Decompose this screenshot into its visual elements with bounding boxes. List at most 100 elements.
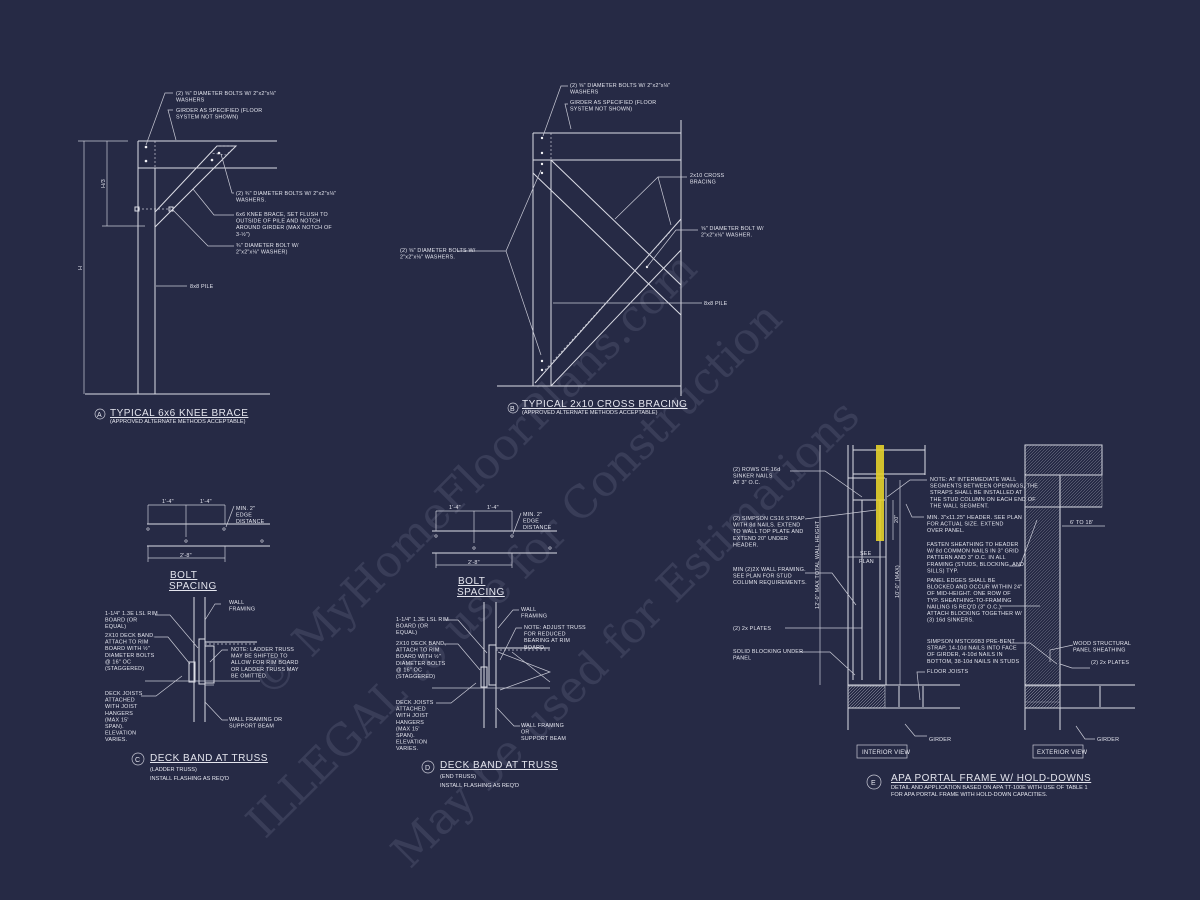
callout-d4-line: BOARD (OR (396, 624, 428, 630)
callout-c4-line: @ 16" OC (105, 659, 131, 665)
callout-c4-line: (STAGGERED) (105, 666, 144, 672)
callout-d3-line: FOR REDUCED (524, 632, 566, 638)
callout-d5-line: BOARD WITH ½" (396, 653, 441, 660)
callout-c1-line: EDGE (236, 513, 252, 519)
callout-a1-line: (2) ⅝" DIAMETER BOLTS W/ 2"x2"x⅛" (176, 91, 276, 97)
detail-d-deck-band-end-truss: 1'-4" 1'-4" 2'-8" BOLT SPACING D DECK BA… (421, 505, 558, 789)
callout-c4-line: BOARD WITH ½" (105, 645, 150, 652)
callout-b1-line: (2) ⅝" DIAMETER BOLTS W/ 2"x2"x⅛" (570, 83, 670, 89)
callout-b2-line: GIRDER AS SPECIFIED (FLOOR (570, 100, 656, 106)
callout-c5-line: NOTE: LADDER TRUSS (231, 647, 294, 653)
callout-d5-line: 2X10 DECK BAND, (396, 641, 446, 647)
detail-e-title: APA PORTAL FRAME W/ HOLD-DOWNS (891, 773, 1091, 784)
interior-view-label: INTERIOR VIEW (862, 750, 910, 756)
callout-d7-line: SUPPORT BEAM (521, 736, 566, 742)
callout-d4-line: 1-1/4" 1.3E LSL RIM (396, 617, 449, 623)
dim-d-1: 1'-4" (449, 505, 461, 511)
callout-a2-line: GIRDER AS SPECIFIED (FLOOR (176, 108, 262, 114)
callout-e8-line: THE WALL SEGMENT. (930, 503, 989, 509)
callout-b5-line: 8x8 PILE (704, 301, 728, 307)
callout-c7-line: SUPPORT BEAM (229, 724, 274, 730)
callout-e10-line: FASTEN SHEATHING TO HEADER (927, 542, 1018, 548)
callout-b3-line: 2x10 CROSS (690, 173, 725, 179)
callout-e8-line: THE STUD COLUMN ON EACH END OF (930, 497, 1036, 503)
callout-e1-line: (2) ROWS OF 16d (733, 467, 780, 473)
detail-c-marker: C (135, 757, 140, 764)
callout-c6-line: ATTACHED (105, 698, 135, 704)
callout-c3-line: 1-1/4" 1.3E LSL RIM (105, 611, 158, 617)
callout-e7-line: GIRDER (929, 737, 951, 743)
dim-d-total: 2'-8" (468, 560, 480, 566)
detail-a-knee-brace: H/3 H A TYPICAL 6x6 KNEE BRACE (APPROVED… (78, 92, 277, 425)
detail-a-subtitle: (APPROVED ALTERNATE METHODS ACCEPTABLE) (110, 419, 246, 425)
callout-c6-line: DECK JOISTS (105, 691, 143, 697)
see-plan-2: PLAN (859, 559, 874, 565)
callout-e3-line: MIN (2)2X WALL FRAMING. (733, 567, 806, 573)
callout-e3-line: COLUMN REQUIREMENTS. (733, 580, 807, 586)
callout-d2-line: WALL (521, 607, 536, 613)
bolt-spacing-title-d-1: BOLT (458, 576, 485, 587)
callout-labels: (2) ⅝" DIAMETER BOLTS W/ 2"x2"x⅛"WASHERS… (105, 83, 1131, 752)
callout-e9-line: OVER PANEL. (927, 528, 965, 534)
callout-e15-line: GIRDER (1097, 737, 1119, 743)
callout-b3-line: BRACING (690, 180, 716, 186)
bolt-spacing-title-d-2: SPACING (457, 587, 505, 598)
callout-d5-line: (STAGGERED) (396, 674, 435, 680)
detail-d-note: INSTALL FLASHING AS REQ'D (440, 783, 519, 789)
detail-e-portal-frame: 12'-0" MAX TOTAL WALL HEIGHT 10'-0" (MAX… (785, 444, 1135, 798)
exterior-view-label: EXTERIOR VIEW (1037, 750, 1087, 756)
callout-e10-line: PATTERN AND 3" O.C. IN ALL (927, 555, 1006, 561)
callout-b4-line: 2"x2"x⅛" WASHER. (701, 233, 752, 239)
callout-c6-line: (MAX 15' (105, 717, 129, 723)
callout-d3-line: NOTE: ADJUST TRUSS (524, 625, 586, 631)
see-plan-1: SEE (860, 551, 872, 557)
detail-a-marker: A (97, 412, 102, 419)
callout-d6-line: DECK JOISTS (396, 700, 434, 706)
callout-e9-line: MIN. 3"x11.25" HEADER. SEE PLAN (927, 515, 1022, 521)
detail-b-title: TYPICAL 2x10 CROSS BRACING (522, 399, 687, 410)
callout-c5-line: BE OMITTED. (231, 673, 268, 679)
callout-e4-line: (2) 2x PLATES (733, 626, 771, 632)
detail-e-marker: E (871, 780, 876, 787)
callout-d5-line: ATTACH TO RIM (396, 648, 440, 654)
callout-a3-line: WASHERS. (236, 198, 266, 204)
callout-e2-line: EXTEND 20" UNDER (733, 536, 788, 542)
dim-total-wall-height: 12'-0" MAX TOTAL WALL HEIGHT (815, 520, 821, 609)
callout-d1-line: MIN. 2" (523, 512, 542, 518)
callout-d4-line: EQUAL) (396, 630, 417, 636)
callout-e11-line: OF MID-HEIGHT. ONE ROW OF (927, 591, 1011, 597)
callout-d3-line: BOARD. (524, 645, 546, 651)
callout-a6-line: 8x8 PILE (190, 284, 214, 290)
detail-b-subtitle: (APPROVED ALTERNATE METHODS ACCEPTABLE) (522, 410, 658, 416)
callout-e2-line: (2) SIMPSON CS16 STRAP (733, 516, 805, 522)
callout-d7-line: OR (521, 730, 530, 736)
detail-c-title: DECK BAND AT TRUSS (150, 753, 268, 764)
callout-d2-line: FRAMING (521, 614, 547, 620)
callout-e2-line: WITH 8d NAILS. EXTEND (733, 523, 800, 529)
callout-e12-line: SIMPSON MSTC66B3 PRE-BENT (927, 639, 1015, 645)
dim-h3: H/3 (101, 179, 107, 188)
callout-d5-line: DIAMETER BOLTS (396, 661, 446, 667)
callout-e14-line: (2) 2x PLATES (1091, 660, 1129, 666)
dim-strap-length: 20" (894, 514, 900, 523)
callout-e12-line: STRAP, 14-10d NAILS INTO FACE (927, 646, 1017, 652)
callout-c6-line: ELEVATION (105, 731, 136, 737)
callout-d1-line: EDGE (523, 519, 539, 525)
callout-c6-line: SPAN). (105, 724, 124, 730)
detail-e-subtitle-1: DETAIL AND APPLICATION BASED ON APA TT-1… (891, 785, 1088, 791)
callout-c7-line: WALL FRAMING OR (229, 717, 282, 723)
callout-c5-line: MAY BE SHIFTED TO (231, 654, 288, 660)
callout-d6-line: ATTACHED (396, 707, 426, 713)
callout-e5-line: PANEL (733, 656, 751, 662)
callout-e1-line: AT 3" O.C. (733, 480, 760, 486)
callout-e11-line: TYP. SHEATHING-TO-FRAMING (927, 598, 1012, 604)
callout-d6-line: HANGERS (396, 720, 424, 726)
dim-c-2: 1'-4" (200, 499, 212, 505)
callout-c6-line: WITH JOIST (105, 704, 138, 710)
callout-e10-line: W/ 8d COMMON NAILS IN 3" GRID (927, 549, 1019, 555)
callout-e3-line: SEE PLAN FOR STUD (733, 574, 792, 580)
callout-d6-line: (MAX 15' (396, 726, 420, 732)
detail-d-title: DECK BAND AT TRUSS (440, 760, 558, 771)
dim-h: H (78, 266, 84, 270)
callout-b1-line: WASHERS (570, 90, 599, 96)
